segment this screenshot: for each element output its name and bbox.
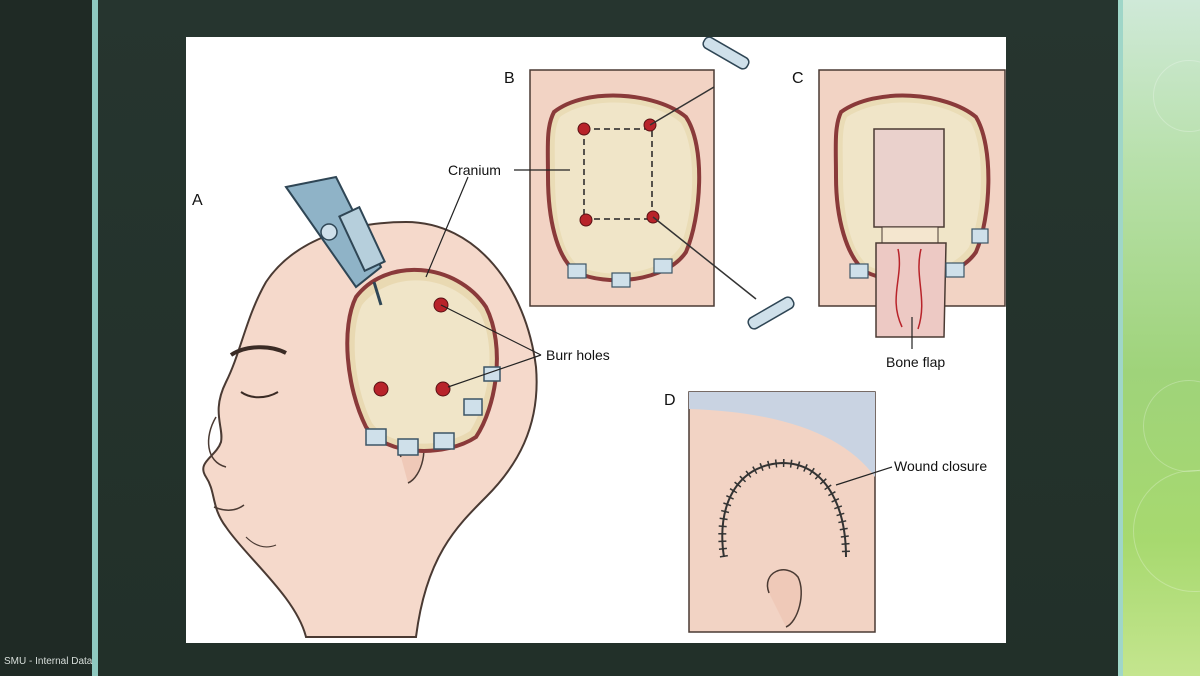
craniotomy-illustration: A B C D Cranium Burr holes Bone flap Wou… [186,36,1006,643]
panel-label-c: C [792,70,804,87]
footer-classification: SMU - Internal Data [4,656,93,667]
gigli-saw-handle-icon [702,36,795,330]
panel-c-bone-flap [818,69,1006,349]
panel-label-d: D [664,392,676,409]
left-dark-panel [0,0,92,676]
right-decorative-panel [1123,0,1200,676]
wound-closure-label: Wound closure [894,458,987,474]
burr-holes-label: Burr holes [546,347,610,363]
panel-label-a: A [192,192,203,209]
cranial-drill-icon [284,175,386,306]
panel-a-head [202,175,542,638]
panel-label-b: B [504,70,515,87]
cranium-label: Cranium [448,162,501,178]
panel-d-wound-closure [688,391,893,633]
left-accent-stripe [92,0,98,676]
panel-b-burr-hole-saw [514,36,795,330]
bone-flap-label: Bone flap [886,354,945,370]
right-accent-stripe [1118,0,1123,676]
